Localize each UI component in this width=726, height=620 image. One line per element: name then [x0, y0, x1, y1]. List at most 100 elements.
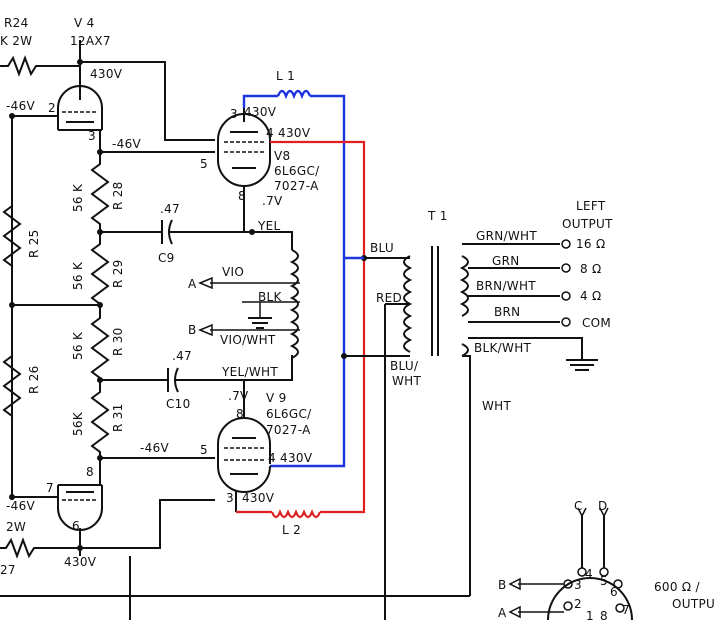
- grn-wht-label: GRN/WHT: [476, 229, 537, 243]
- c10-value-label: .47: [172, 349, 192, 363]
- r27-value-label: 2W: [6, 520, 26, 534]
- v8-pin3-label: 3: [230, 107, 238, 121]
- r26-resistor: [2, 345, 22, 430]
- grn-label: GRN: [492, 254, 520, 268]
- r30-resistor: [90, 310, 110, 380]
- conn-c-arrow-icon: [577, 507, 587, 518]
- tap-8-label: 8 Ω: [580, 262, 602, 276]
- v8-type2-label: 7027-A: [274, 179, 319, 193]
- tap-com-terminal: [561, 317, 571, 327]
- v8-cathode-voltage-label: .7V: [262, 194, 283, 208]
- r31-value-label: 56K: [71, 411, 85, 436]
- yel-label: YEL: [257, 219, 281, 233]
- v4-to-v8-grid-wire: [80, 61, 215, 141]
- v8-pin4-voltage-label: 4 430V: [266, 126, 311, 140]
- output-ground-icon: [566, 359, 598, 371]
- v9-type2-label: 7027-A: [266, 423, 311, 437]
- blk-label: BLK: [258, 290, 283, 304]
- conn-pin2-label: 2: [574, 597, 582, 611]
- l2-label: L 2: [282, 523, 301, 537]
- brn-wht-label: BRN/WHT: [476, 279, 536, 293]
- conn-d-arrow-icon: [599, 507, 609, 518]
- v4-pin3-label: 3: [88, 129, 96, 143]
- v5-pin7-label: 7: [46, 481, 54, 495]
- r28-ref-label: R 28: [111, 181, 125, 210]
- r24-ref-label: R24: [4, 16, 29, 30]
- b-arrow-icon: [198, 323, 213, 337]
- v4-tube: [57, 85, 103, 131]
- conn-b-label: B: [498, 578, 507, 592]
- r30-value-label: 56 K: [71, 331, 85, 360]
- v5-pin8-label: 8: [86, 465, 94, 479]
- v9-tube: [217, 417, 271, 493]
- conn-pin3-label: 3: [574, 578, 582, 592]
- r30-ref-label: R 30: [111, 327, 125, 356]
- vio-label: VIO: [222, 265, 244, 279]
- v4-pin3-voltage-label: -46V: [112, 137, 141, 151]
- t1-red-wire: [384, 303, 410, 350]
- conn-pin4-label: 4: [585, 567, 593, 581]
- r26-ref-label: R 26: [27, 365, 41, 394]
- v9-pin5-voltage-label: -46V: [140, 441, 169, 455]
- red-plate-wire: [270, 140, 366, 514]
- ground-icon: [248, 317, 272, 329]
- t1-transformer: [403, 246, 469, 357]
- conn-pin7-label: 7: [622, 603, 630, 617]
- v9-pin3-voltage-label: 430V: [242, 491, 275, 505]
- red-label: RED: [376, 291, 402, 305]
- tap-16-label: 16 Ω: [576, 237, 605, 251]
- r31-ref-label: R 31: [111, 403, 125, 432]
- c10-ref-label: C10: [166, 397, 191, 411]
- v4-plate-voltage-label: 430V: [90, 67, 123, 81]
- v5-tube: [57, 484, 103, 531]
- r28-resistor: [90, 152, 110, 232]
- v9-pin3-label: 3: [226, 491, 234, 505]
- output-600-label-1: 600 Ω /: [654, 580, 701, 594]
- v9-type1-label: 6L6GC/: [266, 407, 312, 421]
- v4-ref-label: V 4: [74, 16, 95, 30]
- conn-a-label: A: [498, 606, 507, 620]
- conn-pin5-label: 5: [600, 574, 608, 588]
- a-arrow-icon: [198, 276, 213, 290]
- v8-pin8-label: 8: [238, 189, 246, 203]
- r27-ref-label: 27: [0, 563, 16, 577]
- l2-inductor: [236, 509, 340, 519]
- v5-pin7-voltage-label: -46V: [6, 499, 35, 513]
- r25-resistor: [2, 196, 22, 280]
- v4-pin2-voltage-label: -46V: [6, 99, 35, 113]
- conn-b-arrow-icon: [508, 577, 521, 591]
- v8-pin5-label: 5: [200, 157, 208, 171]
- l1-inductor: [242, 89, 346, 468]
- blu-wht-label-2: WHT: [392, 374, 421, 388]
- blk-ground-wire: [242, 301, 300, 318]
- v4-type-label: 12AX7: [70, 34, 111, 48]
- tap-4-terminal: [561, 291, 571, 301]
- r27-resistor: [0, 537, 80, 559]
- conn-a-arrow-icon: [508, 605, 521, 619]
- v8-ref-label: V8: [274, 149, 290, 163]
- r29-ref-label: R 29: [111, 259, 125, 288]
- r24-resistor: [0, 55, 80, 77]
- v5-plate-voltage-label: 430V: [64, 555, 97, 569]
- left-output-label-2: OUTPUT: [562, 217, 613, 231]
- output-connector: [547, 567, 633, 620]
- conn-pin6-label: 6: [610, 585, 618, 599]
- v9-ref-label: V 9: [266, 391, 287, 405]
- conn-pin8-label: 8: [600, 609, 608, 620]
- v9-pin5-label: 5: [200, 443, 208, 457]
- left-output-label-1: LEFT: [576, 199, 606, 213]
- c9-capacitor: [161, 219, 293, 250]
- r29-resistor: [90, 232, 110, 310]
- c10-capacitor: [167, 355, 293, 393]
- v9-pin4-voltage-label: 4 430V: [268, 451, 313, 465]
- v8-tube: [217, 113, 271, 187]
- tap-com-label: COM: [582, 316, 611, 330]
- a-node-label: A: [188, 277, 197, 291]
- t1-label: T 1: [427, 209, 448, 223]
- driver-transformer: [289, 249, 299, 359]
- r29-value-label: 56 K: [71, 261, 85, 290]
- tap-8-terminal: [561, 263, 571, 273]
- blk-wht-wire: [468, 337, 583, 360]
- conn-pin1-label: 1: [586, 609, 594, 620]
